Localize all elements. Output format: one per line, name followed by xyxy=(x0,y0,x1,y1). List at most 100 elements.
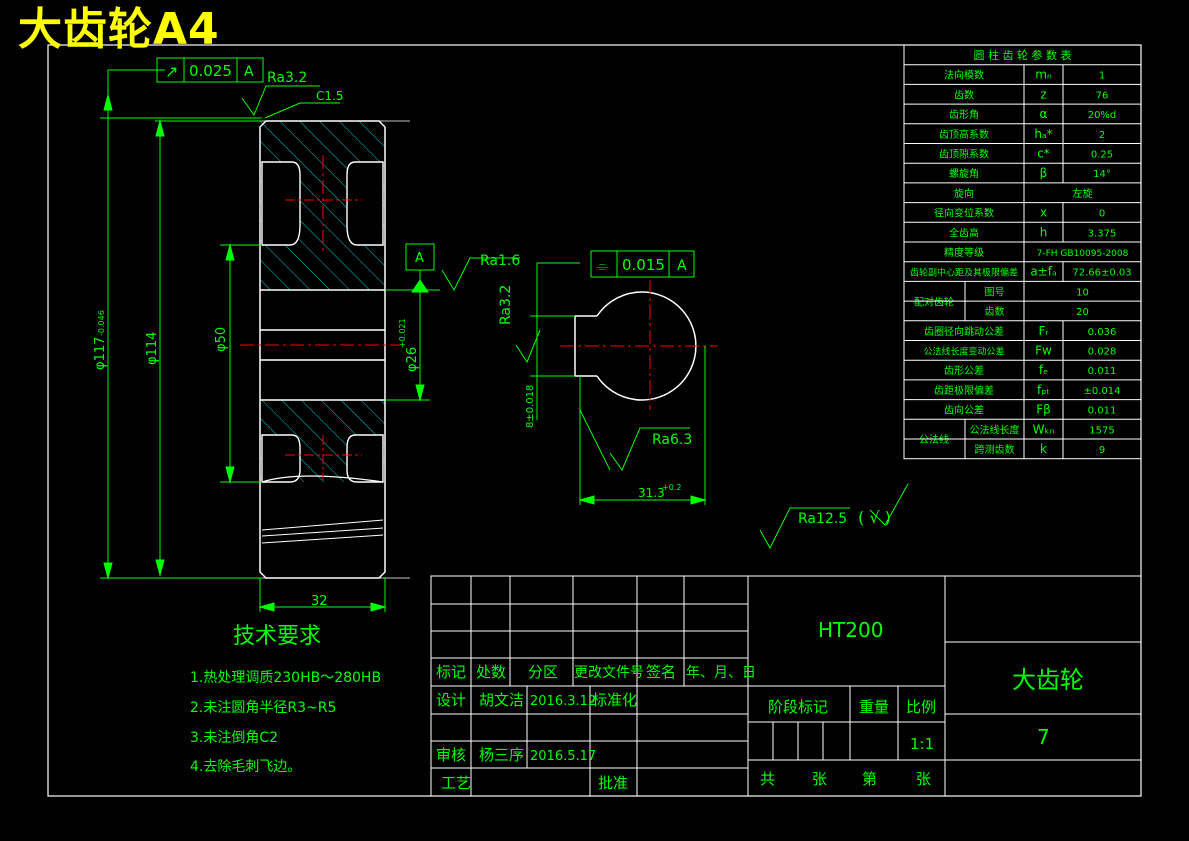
tb-approve-label: 批准 xyxy=(598,774,628,792)
param-name: 公法线长度变动公差 xyxy=(923,346,1004,358)
param-name: 公法线长度 xyxy=(970,423,1020,436)
tb-stage-label: 阶段标记 xyxy=(768,698,828,716)
tb-reviewer: 杨三序 xyxy=(479,746,524,764)
tb-header-count: 处数 xyxy=(476,663,506,681)
tb-sheet-no: 第 xyxy=(862,770,877,788)
param-symbol: β xyxy=(1040,166,1048,180)
param-name: 齿顶隙系数 xyxy=(939,148,989,161)
tb-review-date: 2016.5.17 xyxy=(530,749,596,764)
param-value: 0.036 xyxy=(1088,327,1117,338)
tb-sheet-total: 共 xyxy=(760,770,775,788)
root-dimension-label: φ114 xyxy=(145,332,160,365)
tb-header-changedoc: 更改文件号 xyxy=(574,665,644,681)
param-name: 旋向 xyxy=(954,187,974,200)
param-value: 0.011 xyxy=(1088,366,1117,377)
tolerance-frame-symmetry: ⌯ 0.015 A xyxy=(590,250,695,278)
tb-header-sign: 签名 xyxy=(646,663,676,681)
param-name: 齿形公差 xyxy=(944,364,984,377)
param-value: 20%d xyxy=(1088,110,1117,121)
tb-part-name: 大齿轮 xyxy=(1012,666,1084,694)
tb-material: HT200 xyxy=(818,618,883,642)
param-name: 齿轮副中心距及其极限偏差 xyxy=(910,267,1018,279)
key-depth-tolerance-label: +0.2 xyxy=(662,483,681,492)
param-name: 图号 xyxy=(985,286,1005,298)
tb-header-date: 年、月、日 xyxy=(686,665,756,681)
param-name: 法向模数 xyxy=(944,69,984,82)
param-value: 0.028 xyxy=(1088,347,1117,358)
od-tolerance-label: -0.046 xyxy=(97,310,106,336)
tb-designer: 胡文洁 xyxy=(479,691,524,709)
chamfer-label: C1.5 xyxy=(316,89,343,103)
param-value: 10 xyxy=(1076,287,1089,298)
tb-sheet-unit2: 张 xyxy=(916,770,931,788)
roughness-top-label: Ra3.2 xyxy=(267,70,307,86)
param-symbol: a±fₐ xyxy=(1030,265,1056,279)
param-name: 全齿高 xyxy=(949,226,979,239)
param-value: 0.25 xyxy=(1091,150,1113,161)
param-name: 齿向公差 xyxy=(944,404,984,417)
tech-requirement-item: 3.未注倒角C2 xyxy=(190,730,278,746)
param-name: 跨测齿数 xyxy=(975,443,1015,456)
roughness-keyway-label: Ra6.3 xyxy=(652,432,692,448)
param-group-label: 公法线 xyxy=(919,433,949,446)
param-symbol: Fβ xyxy=(1036,403,1051,417)
drawing-title-overlay: 大齿轮A4 xyxy=(18,4,220,55)
key-depth-label: 31.3 xyxy=(638,486,665,500)
param-symbol: fₚₜ xyxy=(1037,383,1050,397)
tb-header-mark: 标记 xyxy=(436,663,466,681)
param-group-label: 配对齿轮 xyxy=(914,295,954,308)
dimensions xyxy=(100,69,909,612)
param-name: 齿形角 xyxy=(949,109,979,121)
param-value: 1 xyxy=(1099,71,1105,82)
tb-standardize: 标准化 xyxy=(592,691,637,709)
symmetry-datum: A xyxy=(677,258,687,274)
param-name: 齿距极限偏差 xyxy=(934,384,994,397)
gear-section-view xyxy=(240,120,410,579)
roughness-bore-label: Ra1.6 xyxy=(480,253,520,269)
param-value: 左旋 xyxy=(1073,187,1093,200)
title-block xyxy=(430,575,1142,797)
param-symbol: Fᵣ xyxy=(1038,324,1049,338)
param-value: 14° xyxy=(1093,169,1111,180)
param-value: 9 xyxy=(1099,445,1105,456)
width-dimension-label: 32 xyxy=(311,594,328,609)
od-dimension-label: φ117 xyxy=(93,337,108,370)
param-name: 齿圈径向跳动公差 xyxy=(924,325,1004,338)
bore-dimension-label: φ26 xyxy=(405,347,420,372)
param-table-title: 圆 柱 齿 轮 参 数 表 xyxy=(974,48,1072,62)
param-name: 齿顶高系数 xyxy=(939,128,989,141)
param-symbol: h xyxy=(1040,225,1048,239)
param-symbol: Fw xyxy=(1035,344,1052,358)
roughness-general-symbol: ( √ ) xyxy=(858,508,891,527)
param-name: 径向变位系数 xyxy=(934,207,994,220)
runout-value: 0.025 xyxy=(189,62,232,80)
tech-requirement-item: 4.去除毛刺飞边。 xyxy=(190,759,301,775)
roughness-general-label: Ra12.5 xyxy=(798,511,847,527)
key-width-label: 8±0.018 xyxy=(525,385,536,428)
param-name: 螺旋角 xyxy=(949,167,979,180)
hub-dimension-label: φ50 xyxy=(214,327,229,352)
param-symbol: x xyxy=(1040,206,1047,220)
param-value: ±0.014 xyxy=(1083,386,1120,397)
tech-requirements-heading: 技术要求 xyxy=(233,624,321,649)
param-value: 72.66±0.03 xyxy=(1072,268,1131,279)
runout-datum: A xyxy=(244,64,254,80)
tb-scale-value: 1:1 xyxy=(910,735,934,753)
param-value: 1575 xyxy=(1089,425,1114,436)
param-name: 齿数 xyxy=(985,305,1005,318)
tb-header-zone: 分区 xyxy=(528,663,558,681)
param-symbol: k xyxy=(1040,442,1047,456)
tech-requirements: 技术要求 1.热处理调质230HB～280HB 2.未注圆角半径R3~R5 3.… xyxy=(190,624,381,775)
param-value: 0.011 xyxy=(1088,406,1117,417)
param-table-border xyxy=(903,44,1142,460)
param-name: 齿数 xyxy=(954,88,974,101)
tech-requirement-item: 2.未注圆角半径R3~R5 xyxy=(190,700,336,716)
runout-symbol: ↗ xyxy=(165,62,178,81)
param-symbol: z xyxy=(1040,87,1046,101)
roughness-key-label: Ra3.2 xyxy=(498,285,514,325)
tb-scale-label: 比例 xyxy=(906,698,936,716)
param-value: 20 xyxy=(1076,307,1089,318)
param-symbol: c* xyxy=(1037,147,1050,161)
param-value: 76 xyxy=(1096,90,1109,101)
